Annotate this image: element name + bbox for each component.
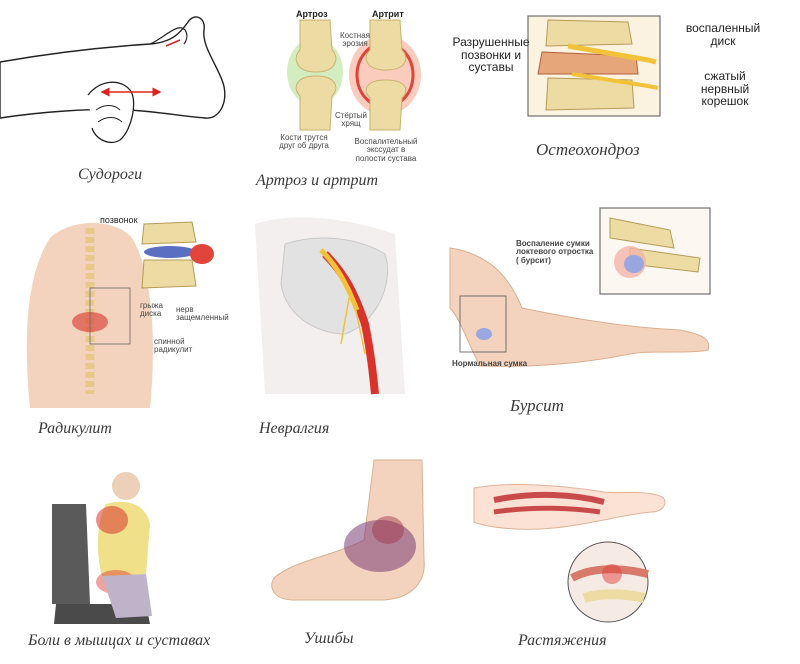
label-arthrosis: Артроз (296, 9, 328, 19)
label-normal-bursa: Нормальная сумка (452, 359, 528, 368)
label-disc-hernia: грыжа диска (140, 301, 163, 319)
arm-elbow-illustration (449, 247, 710, 367)
panel-osteochondrosis: Разрушенные позвонки и суставы воспаленн… (440, 0, 800, 200)
back-spine-illustration (26, 223, 153, 408)
label-inflamed-bursa: Воспаление сумки локтевого отростка ( бу… (516, 239, 594, 265)
label-spinal-radiculitis: спинной радикулит (154, 337, 193, 355)
label-compressed-root: сжатый нервный корешок (700, 69, 750, 109)
panel-cramps: Судороги (0, 0, 240, 200)
sprain-detail-illustration (567, 541, 649, 623)
spine-segment-illustration (527, 15, 661, 117)
caption-sprains: Растяжения (518, 632, 607, 649)
label-arthritis: Артрит (372, 9, 404, 19)
panel-bursitis: Воспаление сумки локтевого отростка ( бу… (449, 207, 800, 428)
label-destroyed-vertebrae: Разрушенные позвонки и суставы (452, 35, 530, 75)
caption-osteochondrosis: Остеохондроз (536, 140, 640, 159)
panel-arthrosis-arthritis: Артроз Артрит Костная эрозия Стёртый хря… (250, 0, 430, 200)
panel-sprains: Растяжения (460, 456, 800, 664)
vertebra-detail-illustration (141, 221, 214, 289)
caption-arthrosis-arthritis: Артроз и артрит (256, 172, 379, 189)
caption-bursitis: Бурсит (510, 396, 564, 415)
caption-cramps: Судороги (78, 166, 143, 183)
caption-bruises: Ушибы (304, 630, 354, 647)
caption-muscle-joint-pain: Боли в мышцах и суставах (28, 632, 211, 649)
panel-neuralgia: Невралгия (245, 208, 425, 448)
joints-illustration (287, 19, 421, 131)
panel-muscle-joint-pain: Боли в мышцах и суставах (0, 456, 250, 664)
label-vertebra: позвонок (100, 215, 138, 225)
forearm-muscle-illustration (473, 484, 666, 530)
panel-radiculitis: позвонок грыжа диска нерв защемленный сп… (0, 208, 245, 448)
cramp-arm-illustration (0, 16, 226, 143)
seated-woman-illustration (52, 472, 152, 624)
label-bone-erosion: Костная эрозия (340, 31, 370, 49)
elbow-detail-illustration (599, 207, 711, 295)
panel-bruises: Ушибы (260, 456, 460, 664)
label-bones-rub: Кости трутся друг об друга (279, 133, 329, 151)
bruised-foot-illustration (271, 459, 425, 601)
label-inflammatory-exudate: Воспалительный экссудат в полости сустав… (354, 137, 418, 163)
pelvis-nerve-illustration (255, 217, 405, 395)
label-inflamed-disc: воспаленный диск (685, 21, 761, 48)
label-pinched-nerve: нерв защемленный (176, 305, 229, 323)
label-worn-cartilage: Стёртый хрящ (334, 111, 368, 129)
caption-radiculitis: Радикулит (38, 420, 112, 437)
caption-neuralgia: Невралгия (259, 420, 330, 437)
